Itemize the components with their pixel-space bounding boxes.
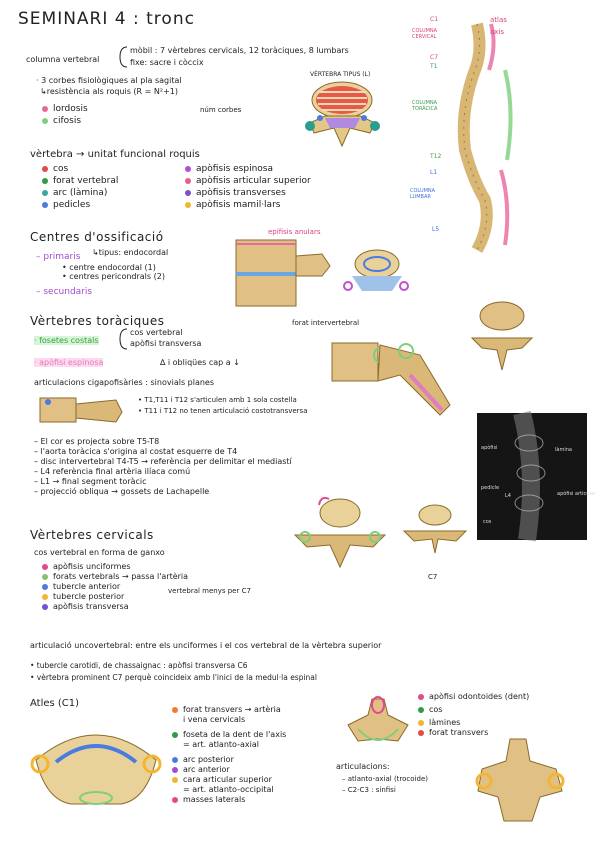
centre-endocordal: • centre endocordal (1) bbox=[62, 263, 156, 272]
cervicals-sub: cos vertebral en forma de ganxo bbox=[34, 548, 165, 557]
c1-label: C1 bbox=[430, 16, 439, 23]
xray-label-d: apòfisi articular bbox=[557, 491, 596, 497]
vertebra-tipus-label: VÈRTEBRA TIPUS (L) bbox=[310, 71, 371, 78]
corbes-text: · 3 corbes fisiològiques al pla sagital bbox=[36, 76, 182, 85]
obliques-text: ∆ i obliqües cap a ↓ bbox=[160, 358, 240, 367]
c7-illustration bbox=[402, 504, 468, 554]
uncovertebral-text: articulació uncovertebral: entre els unc… bbox=[30, 641, 382, 650]
xray-label-a: apòfisi bbox=[481, 445, 498, 451]
brace-2 bbox=[119, 328, 128, 350]
fixe-text: fixe: sacre i còccix bbox=[130, 58, 204, 67]
t12-label: T12 bbox=[430, 153, 442, 160]
atlas-list: forat transvers → artèria i vena cervica… bbox=[172, 705, 286, 805]
axis-illustration bbox=[347, 696, 409, 742]
epifisis-label: epífisis anulars bbox=[268, 228, 321, 236]
vertebra-tipus-illustration bbox=[305, 81, 380, 148]
num-corbes: núm corbes bbox=[200, 106, 242, 114]
atlas-illustration bbox=[30, 734, 162, 805]
xray-label-c: pedicle bbox=[481, 485, 500, 491]
notes-list: – El cor es projecta sobre T5-T8 – l'aor… bbox=[34, 437, 292, 496]
centres-pericondrals: • centres pericondrals (2) bbox=[62, 272, 165, 281]
apofisi-espinosa-label: · apòfisi espinosa bbox=[34, 358, 104, 367]
axis-list: apòfisi odontoides (dent) cos làmines fo… bbox=[418, 692, 529, 738]
atlas-label: atlas bbox=[490, 16, 507, 24]
ossificacio-heading: Centres d'ossificació bbox=[30, 230, 164, 244]
l1-label: L1 bbox=[430, 169, 438, 176]
axis-label: axis bbox=[490, 28, 505, 36]
fosetes-label: · fosetes costals bbox=[34, 336, 99, 345]
t11-t12-text: • T11 i T12 no tenen articulació costotr… bbox=[138, 407, 308, 415]
articulacions-text: articulacions cigapofisàries : sinovials… bbox=[34, 378, 215, 387]
xray-label-b: làmina bbox=[555, 447, 572, 453]
columna-label: columna vertebral bbox=[26, 55, 100, 64]
primaris-label: – primaris bbox=[36, 252, 81, 262]
thoracic-small-illustration bbox=[39, 397, 123, 423]
vertebra-heading: vèrtebra → unitat funcional roquis bbox=[30, 149, 200, 160]
ossification-illustration bbox=[235, 239, 409, 307]
cos-vertebral-text: cos vertebral bbox=[130, 328, 183, 337]
apofisi-transversa-text: apòfisi transversa bbox=[130, 339, 202, 348]
spine-illustration bbox=[457, 22, 513, 253]
col-cervical-label: COLUMNA CERVICAL bbox=[412, 28, 438, 40]
axis-side-illustration bbox=[475, 738, 565, 822]
mobil-text: mòbil : 7 vèrtebres cervicals, 12 toràci… bbox=[130, 46, 349, 55]
secundaris-label: – secundaris bbox=[36, 287, 93, 297]
corbes-list: lordosis cifosis bbox=[42, 103, 88, 127]
tipus-text: ↳tipus: endocordal bbox=[92, 248, 169, 257]
thoracic-illustration bbox=[331, 342, 451, 416]
cervicals-heading: Vèrtebres cervicals bbox=[30, 528, 154, 542]
tubercle-carotidi-text: • tubercle carotidi, de chassaignac : ap… bbox=[30, 661, 248, 670]
cervical-illustration bbox=[293, 496, 387, 569]
vertebra-parts-left: cos forat vertebral arc (làmina) pedicle… bbox=[42, 163, 118, 211]
resist-text: ↳resistència als roquis (R = N²+1) bbox=[40, 87, 178, 96]
xray-image: apòfisi làmina pedicle apòfisi articular… bbox=[477, 410, 596, 542]
cervicals-list: apòfisis unciformes forats vertebrals → … bbox=[42, 562, 188, 612]
t1-t11-text: • T1,T11 i T12 s'articulen amb 1 sola co… bbox=[138, 396, 297, 404]
thoracic-top-illustration bbox=[470, 301, 534, 371]
articulacions-label: articulacions: bbox=[336, 762, 390, 771]
l5-label: L5 bbox=[432, 226, 440, 233]
forat-intervertebral-label: forat intervertebral bbox=[292, 319, 360, 327]
toraciques-heading: Vèrtebres toràciques bbox=[30, 314, 165, 328]
page-title: SEMINARI 4 : tronc bbox=[18, 9, 195, 29]
dot-cos bbox=[42, 165, 48, 172]
col-toracica-label: COLUMNA TORÀCICA bbox=[412, 100, 438, 112]
vertebra-parts-right: apòfisis espinosa apòfisis articular sup… bbox=[185, 163, 311, 211]
brace bbox=[119, 46, 128, 68]
atlanto-axial-text: – atlanto-axial (trocoide) bbox=[342, 775, 428, 783]
col-lumbar-label: COLUMNA LUMBAR bbox=[410, 188, 436, 200]
c7-caption: C7 bbox=[428, 573, 438, 581]
atles-heading: Atles (C1) bbox=[30, 698, 80, 709]
c7-label: C7 bbox=[430, 54, 439, 61]
xray-label-e: L4 bbox=[505, 493, 511, 499]
t1-label: T1 bbox=[430, 63, 438, 70]
vertebral-menys-text: vertebral menys per C7 bbox=[168, 587, 251, 595]
xray-label-f: cos bbox=[483, 519, 492, 525]
vertebra-prominent-text: • vèrtebra prominent C7 perquè coincidei… bbox=[30, 673, 317, 682]
c2-c3-text: – C2-C3 : sínfisi bbox=[342, 786, 396, 794]
